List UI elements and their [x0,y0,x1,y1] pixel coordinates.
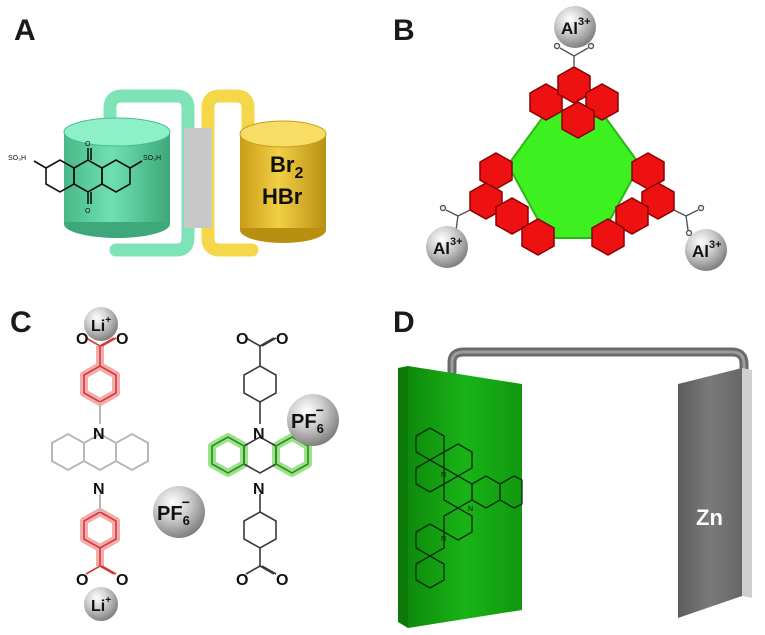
anode-loop [103,89,195,257]
cathode-species-hbr: HBr [262,184,303,209]
ring-left-1 [479,152,513,190]
left-core [51,402,149,512]
ring-top-inner [561,101,595,139]
cathode-species-br2: Br2 [270,152,303,182]
separator-membrane [184,128,212,228]
hatn-n-3: N [441,536,446,543]
left-molecule-highlights [80,346,120,566]
n-atom-left-bottom: N [93,481,105,498]
anode-label-zn: Zn [696,505,723,530]
ring-right-4 [591,218,625,256]
o-atom-7: O [236,572,248,589]
cathode-loop [201,89,259,257]
zn-anode-plate [678,368,752,618]
sulfonate-left: SO₃H [8,155,26,162]
svg-text:Li+: Li+ [91,315,111,335]
svg-text:PF6−: PF6− [291,402,324,436]
panel-label-b: B [393,14,415,47]
panel-label-d: D [393,306,415,339]
ring-left-4 [521,218,555,256]
pf6-ion-top: PF6− [287,394,339,446]
panel-label-a: A [14,14,36,47]
n-atom-right-bottom: N [253,481,265,498]
o-atom-8: O [276,572,288,589]
o-atom-3: O [76,572,88,589]
hatn-n-1: N [441,472,446,479]
hatn-n-2: N [468,506,473,513]
o-atom-1: O [76,331,88,348]
left-molecule [83,337,117,575]
panel-c: C N N O O [10,306,339,621]
organic-cathode-plate [398,366,522,628]
li-ion-top: Li+ [84,307,118,341]
panel-a: A Br2 HBr [8,14,327,257]
panel-b: B [393,6,727,271]
svg-text:Al3+: Al3+ [433,236,463,258]
al-ion-top: Al3+ [554,6,596,48]
al-ion-right: Al3+ [685,229,727,271]
al-ion-left: Al3+ [426,226,468,268]
svg-text:Li+: Li+ [91,595,111,615]
n-atom-right-top: N [253,426,265,443]
svg-text:Al3+: Al3+ [561,16,591,38]
hatn-structure [415,427,523,589]
panel-d: D N N N Zn [393,306,752,628]
o-atom-6: O [276,331,288,348]
svg-text:Al3+: Al3+ [692,239,722,261]
n-atom-left-top: N [93,426,105,443]
ring-right-1 [631,152,665,190]
svg-text:PF6−: PF6− [157,494,190,528]
cathode-cylinder [239,120,327,243]
o-atom-5: O [236,331,248,348]
anthraquinone-structure [33,148,143,204]
carbonyl-o-top: O [85,141,91,148]
pf6-ion-bottom: PF6− [153,486,205,538]
anode-cylinder [63,117,171,238]
ring-top-center [557,66,591,104]
right-molecule [211,337,309,575]
o-atom-4: O [116,572,128,589]
panel-label-c: C [10,306,32,339]
o-atom-2: O [116,331,128,348]
sulfonate-right: SO₃H [143,155,161,162]
hex-rings [469,66,675,256]
li-ion-bottom: Li+ [84,587,118,621]
carbonyl-o-bottom: O [85,208,91,215]
